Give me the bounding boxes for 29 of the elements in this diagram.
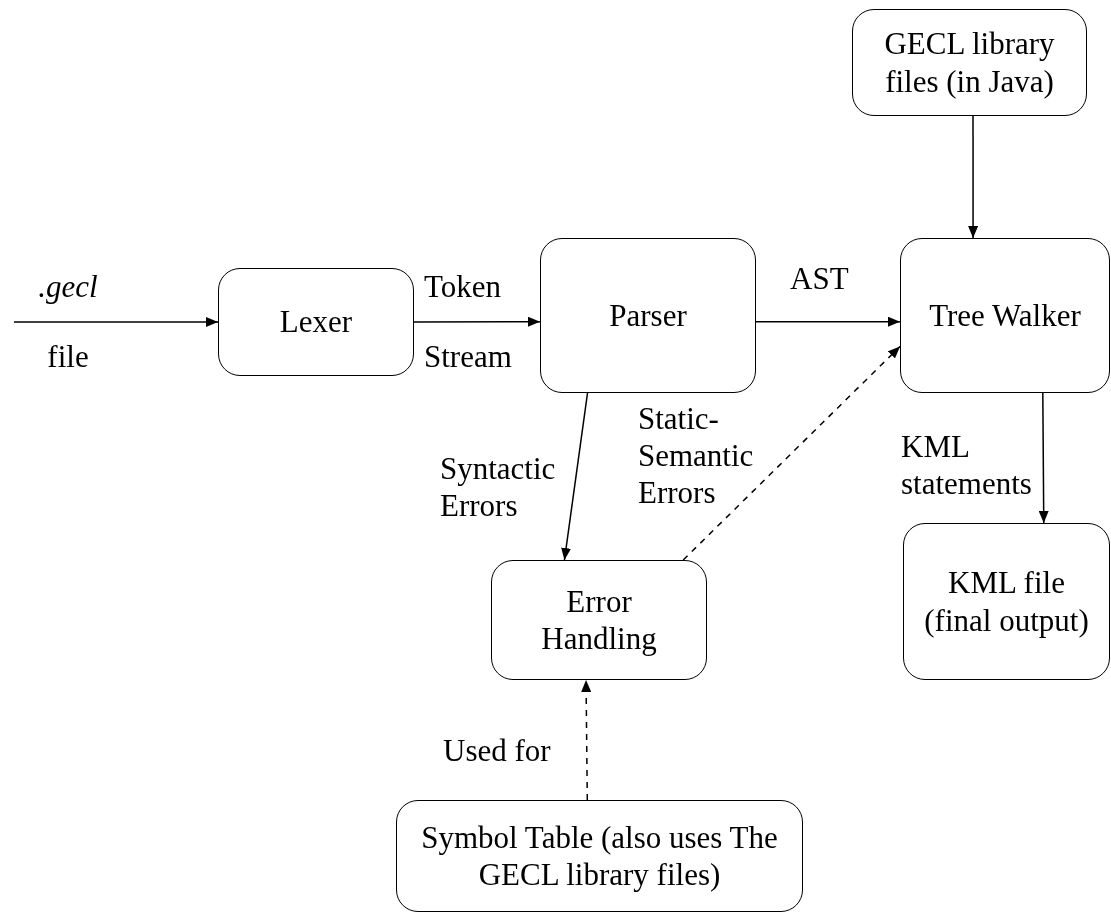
arrow xyxy=(13,317,219,327)
edge-label: Token Stream xyxy=(424,268,513,376)
arrow xyxy=(755,316,901,327)
process-box xyxy=(852,9,1087,116)
process-box xyxy=(540,238,756,393)
node-label: Symbol Table (also uses The GECL library files) xyxy=(420,818,779,894)
edge-label: KML statements xyxy=(901,428,1033,502)
node-label: Tree Walker xyxy=(929,296,1081,335)
arrow xyxy=(413,316,541,327)
edge-label: AST xyxy=(790,262,850,296)
node-label: Lexer xyxy=(279,303,353,341)
arrow xyxy=(581,679,592,801)
node-label: Error Handling xyxy=(540,582,658,658)
arrow xyxy=(561,392,589,561)
node-label: GECL library files (in Java) xyxy=(883,25,1056,100)
node-label: KML file (final output) xyxy=(923,564,1090,639)
process-box xyxy=(218,268,414,376)
arrow xyxy=(682,345,901,561)
edge-label: .gecl file xyxy=(37,268,99,376)
arrow xyxy=(1038,392,1049,524)
edge-label: Static-Semantic Errors xyxy=(638,400,755,511)
process-box xyxy=(903,523,1110,680)
arrow xyxy=(968,115,979,239)
process-box xyxy=(396,800,803,912)
process-box xyxy=(491,560,707,680)
process-box xyxy=(900,238,1110,393)
node-label: Parser xyxy=(609,296,687,335)
edge-label: Used for xyxy=(443,732,552,769)
edge-label: Syntactic Errors xyxy=(440,450,557,524)
